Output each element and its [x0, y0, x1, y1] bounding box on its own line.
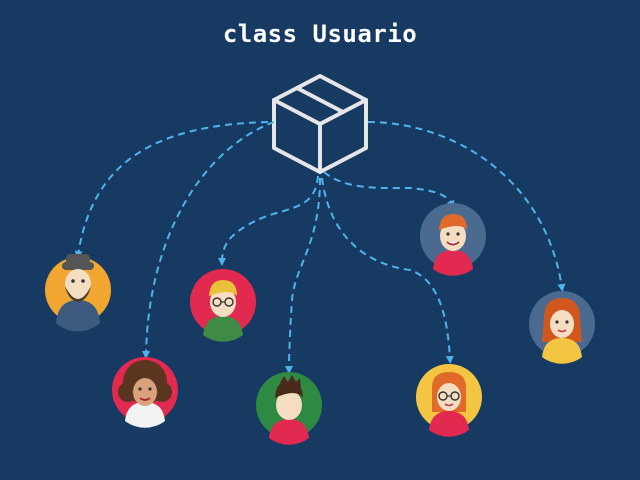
woman-red-hair-avatar-icon — [529, 291, 595, 364]
arrow-to-instance-3 — [218, 175, 319, 266]
man-dark-hair-avatar-icon — [256, 372, 322, 445]
arrow-to-instance-2 — [142, 121, 275, 359]
arrow-to-instance-5 — [321, 177, 454, 364]
arrow-to-instance-6 — [323, 171, 455, 209]
man-blond-glasses-avatar-icon — [190, 269, 256, 342]
arrow-to-instance-4 — [285, 177, 321, 374]
arrow-to-instance-1 — [74, 121, 269, 259]
woman-curly-hair-avatar-icon — [112, 357, 178, 428]
woman-glasses-avatar-icon — [416, 364, 482, 437]
man-with-hat-beard-avatar-icon — [45, 254, 111, 332]
man-red-hair-avatar-icon — [420, 203, 486, 276]
diagram-title: class Usuario — [222, 20, 418, 48]
cube-icon — [272, 74, 368, 174]
